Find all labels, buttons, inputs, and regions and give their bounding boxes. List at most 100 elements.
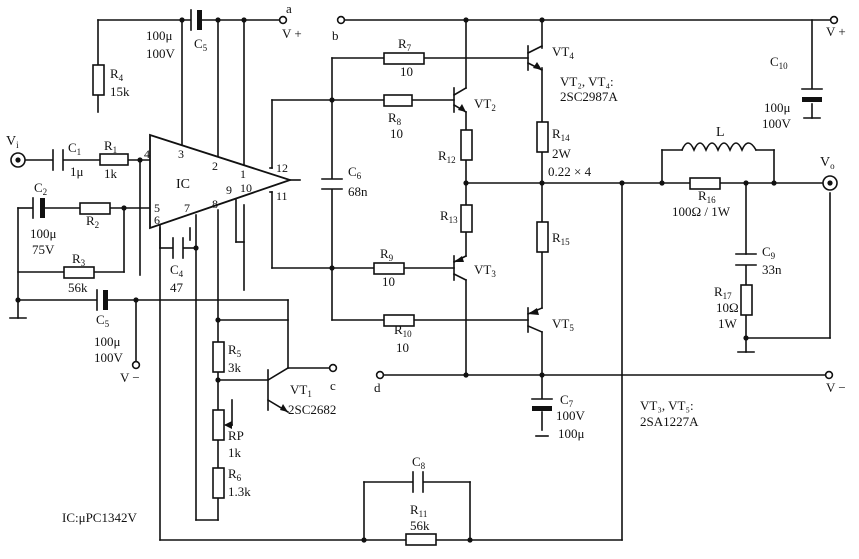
label-r11-value: 56k [410, 518, 430, 533]
resistor-r17 [740, 284, 753, 316]
label-r4-value: 15k [110, 84, 130, 99]
label-c2: C2 [34, 180, 47, 197]
note-vt24-part: 2SC2987A [560, 89, 618, 104]
label-r3: R3 [72, 251, 86, 268]
label-d: d [374, 380, 381, 395]
label-r6-value: 1.3k [228, 484, 251, 499]
label-r7-value: 10 [400, 64, 413, 79]
note-ic-part: IC:μPC1342V [62, 510, 137, 525]
label-c5top-value1: 100μ [146, 28, 173, 43]
terminal-vminus-left [131, 360, 141, 370]
label-c7: C7 [560, 392, 574, 409]
label-r6: R6 [228, 466, 242, 483]
label-c6-value: 68n [348, 184, 368, 199]
label-r10: R10 [394, 322, 412, 339]
label-vminus-left: V − [120, 370, 140, 385]
transistor-vt1 [280, 404, 288, 412]
label-l: L [716, 125, 725, 140]
resistor-r14 [536, 121, 549, 153]
label-r5: R5 [228, 342, 242, 359]
resistors [63, 52, 753, 546]
label-c8: C8 [412, 454, 426, 471]
ic-pin-1: 1 [240, 167, 246, 181]
label-r17: R17 [714, 284, 732, 301]
terminal-vplus-right [829, 15, 839, 25]
label-c: c [330, 378, 336, 393]
terminal-vminus-right [824, 370, 834, 380]
label-r15: R15 [552, 230, 570, 247]
label-c5bot-value2: 100V [94, 350, 124, 365]
label-c2-value1: 100μ [30, 226, 57, 241]
resistor-rp [212, 409, 225, 441]
label-r11: R11 [410, 502, 427, 519]
ic-pin-7: 7 [184, 201, 190, 215]
label-r2: R2 [86, 213, 99, 230]
resistor-r2 [79, 202, 111, 215]
ic-pin-6: 6 [154, 213, 160, 227]
ic-pin-9: 9 [226, 183, 232, 197]
label-r16: R16 [698, 188, 716, 205]
terminal-d [375, 370, 385, 380]
resistor-r8 [383, 94, 413, 107]
terminal-b [336, 15, 346, 25]
ic-u1: IC 4 3 2 1 10 9 8 7 5 6 12 11 [144, 133, 293, 230]
terminal-c [328, 363, 338, 373]
label-r14-value2: 0.22 × 4 [548, 164, 592, 179]
label-r7: R7 [398, 36, 412, 53]
label-vt1-part: 2SC2682 [288, 402, 336, 417]
label-r8-value: 10 [390, 126, 403, 141]
label-c4: C4 [170, 262, 184, 279]
label-r13: R13 [440, 208, 458, 225]
ic-pin-4: 4 [144, 147, 150, 161]
terminal-a [278, 15, 288, 25]
label-c6: C6 [348, 164, 362, 181]
label-r5-value: 3k [228, 360, 242, 375]
transistors [280, 44, 544, 412]
label-rp-value: 1k [228, 445, 242, 460]
label-c5top: C5 [194, 36, 208, 53]
label-r1-value: 1k [104, 166, 118, 181]
label-r3-value: 56k [68, 280, 88, 295]
label-r17-value1: 10Ω [716, 300, 739, 315]
resistor-r13 [460, 204, 473, 233]
label-c9: C9 [762, 244, 776, 261]
label-r8: R8 [388, 110, 402, 127]
label-c10-value1: 100μ [764, 100, 791, 115]
label-c4-value: 47 [170, 280, 184, 295]
note-vt35: VT₃, VT₅: [640, 398, 694, 413]
label-c5top-value2: 100V [146, 46, 176, 61]
ic-pin-12: 12 [276, 161, 288, 175]
label-vt4: VT4 [552, 44, 574, 61]
label-c10: C10 [770, 54, 788, 71]
label-c5bot: C5 [96, 312, 110, 329]
label-r1: R1 [104, 138, 117, 155]
label-vt5: VT5 [552, 316, 574, 333]
label-r9-value: 10 [382, 274, 395, 289]
resistor-r1 [99, 153, 129, 166]
label-b: b [332, 28, 339, 43]
label-r4: R4 [110, 66, 124, 83]
resistor-r5 [212, 341, 225, 373]
label-vout: Vo [820, 155, 835, 171]
ic-pin-11: 11 [276, 189, 288, 203]
label-c1: C1 [68, 140, 81, 157]
resistor-r15 [536, 221, 549, 253]
resistor-r10 [383, 314, 415, 327]
ic-pin-5: 5 [154, 201, 160, 215]
resistor-r16 [689, 177, 721, 190]
label-vt1: VT1 [290, 382, 312, 399]
resistor-r9 [373, 262, 405, 275]
rp-wiper-arrow [224, 421, 232, 429]
label-vin: Vi [6, 134, 19, 150]
label-r16-value: 100Ω / 1W [672, 204, 731, 219]
label-rp: RP [228, 428, 244, 443]
label-vplus-right: V + [826, 24, 846, 39]
resistor-r11 [405, 533, 437, 546]
resistor-r6 [212, 467, 225, 499]
resistor-r12 [460, 129, 473, 161]
label-c9-value: 33n [762, 262, 782, 277]
label-r10-value: 10 [396, 340, 409, 355]
label-r14: R14 [552, 126, 570, 143]
labels: Vi a V + b V + c d V − V − Vo C1 1μ R1 1… [6, 1, 846, 533]
